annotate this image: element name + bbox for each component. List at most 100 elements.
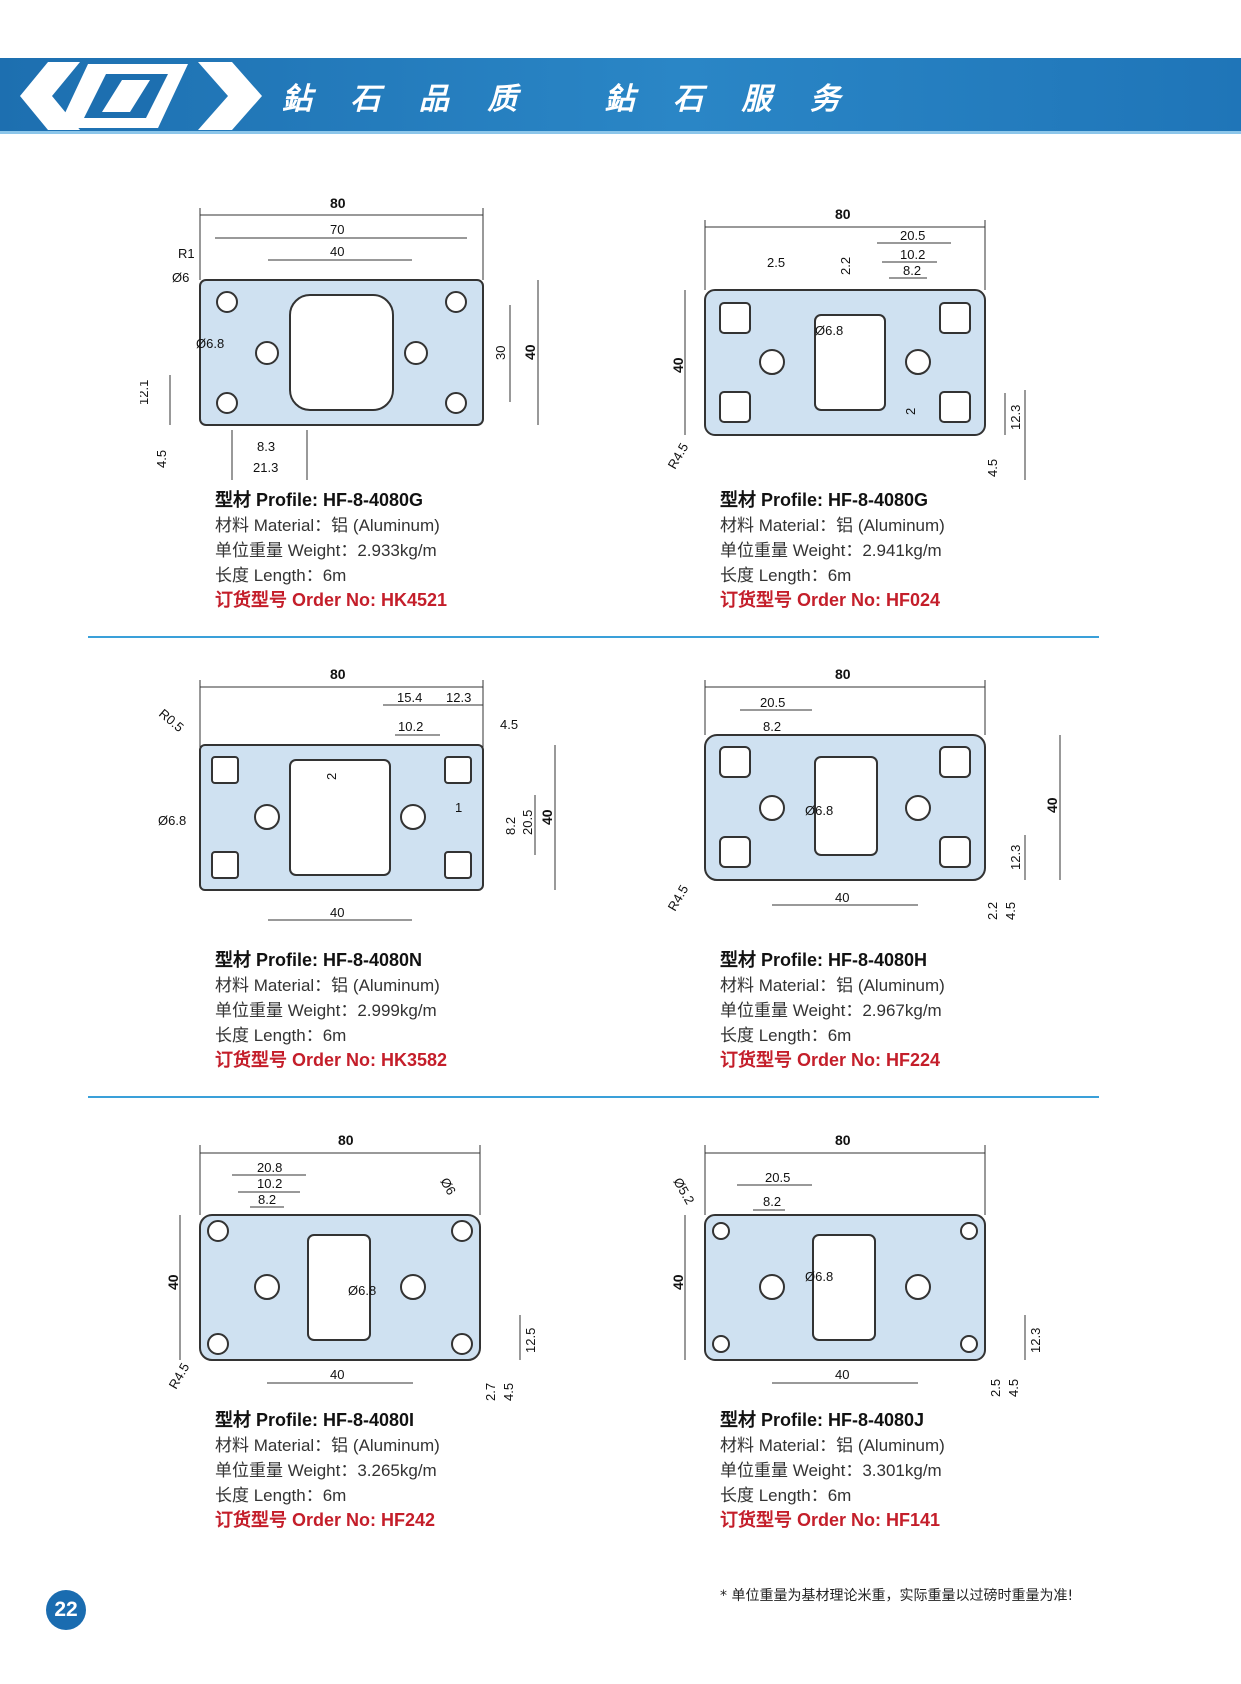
dim-label: 40 <box>1044 797 1060 813</box>
dim-label: R4.5 <box>665 440 692 471</box>
dim-label: 40 <box>330 1367 344 1382</box>
dim-label: 8.2 <box>763 719 781 734</box>
weight-footnote: * 单位重量为基材理论米重，实际重量以过磅时重量为准! <box>720 1588 1074 1604</box>
profile-drawing: 80 20.5 8.2 Ø5.2 40 Ø6.8 12.3 40 2.5 4.5 <box>670 1132 1043 1397</box>
profile-order-no: 订货型号 Order No: HF024 <box>720 590 941 610</box>
dim-label: 20.5 <box>765 1170 790 1185</box>
profile-card-5: 80 20.8 10.2 8.2 Ø6 40 Ø6.8 12.5 40 R4.5… <box>140 1125 680 1565</box>
profile-length: 长度 Length：6m <box>720 566 852 585</box>
dim-label: 1 <box>455 800 462 815</box>
dim-label: 12.5 <box>523 1328 538 1353</box>
dim-label: 4.5 <box>500 717 518 732</box>
dim-label: Ø6.8 <box>348 1283 376 1298</box>
dim-label: 12.3 <box>446 690 471 705</box>
profile-card-3: 80 15.4 12.3 10.2 4.5 R0.5 2 40 1 8.2 20… <box>140 665 680 1105</box>
dim-label: 2.7 <box>483 1383 498 1401</box>
dim-label: 40 <box>835 1367 849 1382</box>
dim-label: R0.5 <box>156 706 187 735</box>
profile-info: 型材 Profile: HF-8-4080I 材料 Material：铝 (Al… <box>215 1408 655 1533</box>
dim-label: 12.3 <box>1028 1328 1043 1353</box>
dim-label: Ø6.8 <box>196 336 224 351</box>
dim-label: 2.2 <box>985 902 1000 920</box>
profile-weight: 单位重量 Weight：2.941kg/m <box>720 541 942 560</box>
dim-label: 8.3 <box>257 439 275 454</box>
profile-weight: 单位重量 Weight：2.933kg/m <box>215 541 437 560</box>
dim-label: 40 <box>835 890 849 905</box>
dim-label: 20.5 <box>900 228 925 243</box>
dim-label: 12.1 <box>140 380 151 405</box>
dim-label: 20.8 <box>257 1160 282 1175</box>
dim-label: 8.2 <box>763 1194 781 1209</box>
profile-length: 长度 Length：6m <box>720 1486 852 1505</box>
dim-label: 80 <box>835 666 851 682</box>
dim-label: 40 <box>539 809 555 825</box>
dim-label: Ø6 <box>172 270 189 285</box>
dim-label: 10.2 <box>398 719 423 734</box>
profile-weight: 单位重量 Weight：3.265kg/m <box>215 1461 437 1480</box>
profile-card-6: 80 20.5 8.2 Ø5.2 40 Ø6.8 12.3 40 2.5 4.5… <box>645 1125 1185 1565</box>
profile-drawing: 80 20.8 10.2 8.2 Ø6 40 Ø6.8 12.5 40 R4.5… <box>165 1132 538 1401</box>
dim-label: 2.2 <box>838 257 853 275</box>
dim-label: 80 <box>835 206 851 222</box>
profile-title: 型材 Profile: HF-8-4080I <box>215 1410 415 1430</box>
dim-label: 40 <box>330 244 344 259</box>
dim-label: 20.5 <box>760 695 785 710</box>
dim-label: 12.3 <box>1008 405 1023 430</box>
profile-title: 型材 Profile: HF-8-4080G <box>215 490 424 510</box>
dim-label: R4.5 <box>665 882 692 913</box>
dim-label: 10.2 <box>257 1176 282 1191</box>
dim-label: Ø6 <box>437 1175 459 1198</box>
dim-label: 80 <box>835 1132 851 1148</box>
dim-label: 8.2 <box>258 1192 276 1207</box>
profile-material: 材料 Material：铝 (Aluminum) <box>720 516 945 535</box>
profile-drawing: 80 15.4 12.3 10.2 4.5 R0.5 2 40 1 8.2 20… <box>156 666 556 921</box>
dim-label: 40 <box>670 357 686 373</box>
dim-label: 30 <box>493 346 508 360</box>
dim-label: 40 <box>330 905 344 920</box>
profile-order-no: 订货型号 Order No: HK3582 <box>215 1050 448 1070</box>
dim-label: 8.2 <box>903 263 921 278</box>
profile-info: 型材 Profile: HF-8-4080J 材料 Material：铝 (Al… <box>720 1408 1160 1533</box>
profile-title: 型材 Profile: HF-8-4080G <box>720 490 929 510</box>
dim-label: 21.3 <box>253 460 278 475</box>
dim-label: 80 <box>338 1132 354 1148</box>
profile-length: 长度 Length：6m <box>215 566 347 585</box>
dim-label: 12.3 <box>1008 845 1023 870</box>
profile-length: 长度 Length：6m <box>720 1026 852 1045</box>
dim-label: 40 <box>670 1274 686 1290</box>
dim-label: 10.2 <box>900 247 925 262</box>
profile-material: 材料 Material：铝 (Aluminum) <box>215 516 440 535</box>
dim-label: 4.5 <box>1006 1379 1021 1397</box>
profile-info: 型材 Profile: HF-8-4080G 材料 Material：铝 (Al… <box>215 488 655 613</box>
profile-weight: 单位重量 Weight：2.999kg/m <box>215 1001 437 1020</box>
dim-label: Ø6.8 <box>805 1269 833 1284</box>
dim-label: 2.5 <box>988 1379 1003 1397</box>
profile-weight: 单位重量 Weight：2.967kg/m <box>720 1001 942 1020</box>
profile-order-no: 订货型号 Order No: HF141 <box>720 1510 941 1530</box>
dim-label: R1 <box>178 246 195 261</box>
header-slogan: 鉆 石 品 质 鉆 石 服 务 <box>282 82 854 117</box>
dim-label: Ø6.8 <box>805 803 833 818</box>
dim-label: 70 <box>330 222 344 237</box>
dim-label: 2 <box>324 773 339 780</box>
profile-material: 材料 Material：铝 (Aluminum) <box>215 1436 440 1455</box>
profile-drawing: 80 20.5 10.2 8.2 2.5 2.2 40 Ø6.8 2 12.3 … <box>665 206 1026 480</box>
profile-drawing: 80 70 40 40 30 R1 Ø6 Ø6.8 12.1 4.5 8.3 2… <box>140 195 539 480</box>
profile-weight: 单位重量 Weight：3.301kg/m <box>720 1461 942 1480</box>
profile-title: 型材 Profile: HF-8-4080J <box>720 1410 925 1430</box>
dim-label: 40 <box>522 344 538 360</box>
profile-material: 材料 Material：铝 (Aluminum) <box>720 976 945 995</box>
profile-order-no: 订货型号 Order No: HF242 <box>215 1510 436 1530</box>
profile-order-no: 订货型号 Order No: HF224 <box>720 1050 941 1070</box>
dim-label: 2 <box>903 408 918 415</box>
dim-label: Ø6.8 <box>815 323 843 338</box>
profile-card-1: 80 70 40 40 30 R1 Ø6 Ø6.8 12.1 4.5 8.3 2… <box>140 190 680 630</box>
dim-label: 40 <box>165 1274 181 1290</box>
dim-label: 80 <box>330 195 346 211</box>
dim-label: 4.5 <box>985 459 1000 477</box>
profile-info: 型材 Profile: HF-8-4080H 材料 Material：铝 (Al… <box>720 948 1160 1073</box>
dim-label: 8.2 <box>503 817 518 835</box>
dim-label: Ø5.2 <box>670 1175 697 1207</box>
section-divider <box>88 636 1099 638</box>
profile-card-4: 80 20.5 8.2 40 Ø6.8 12.3 40 R4.5 2.2 4.5… <box>645 665 1185 1105</box>
